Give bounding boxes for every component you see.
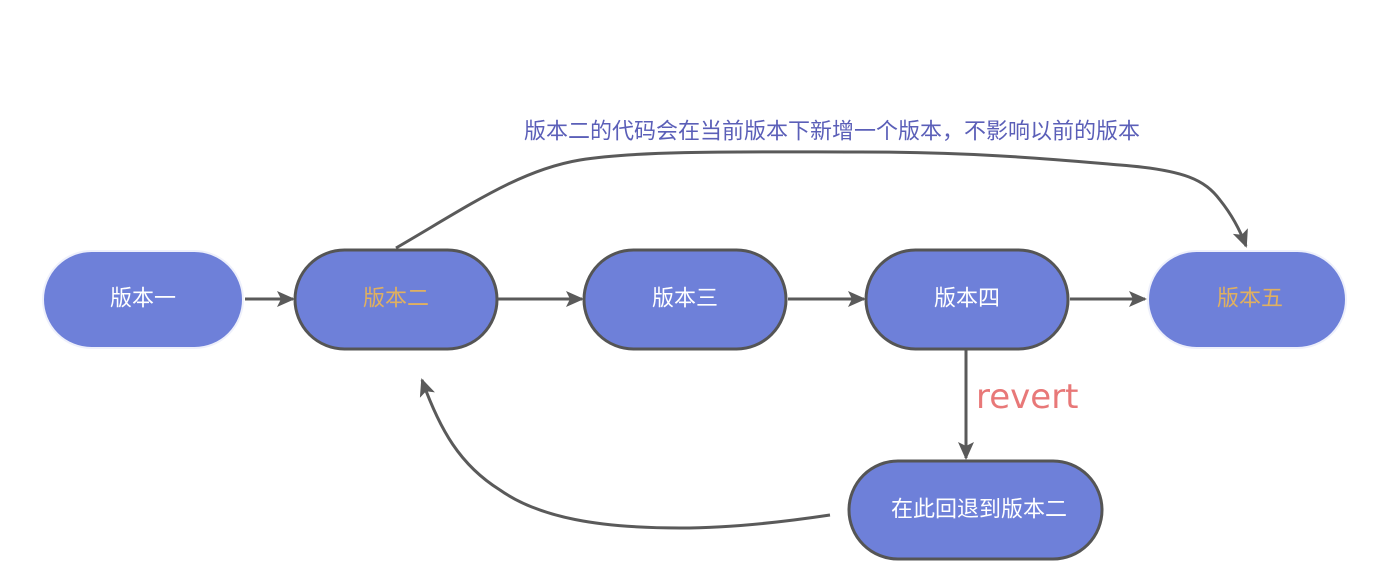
- node-version-5-label: 版本五: [1217, 287, 1283, 312]
- node-version-2[interactable]: 版本二: [293, 248, 499, 351]
- edge-v2-to-v5-curve: [395, 150, 1248, 250]
- node-version-4[interactable]: 版本四: [864, 248, 1070, 351]
- node-version-3[interactable]: 版本三: [582, 248, 788, 351]
- node-revert-to-version-2[interactable]: 在此回退到版本二: [847, 459, 1104, 561]
- node-version-4-label: 版本四: [934, 287, 1000, 312]
- node-version-1[interactable]: 版本一: [42, 250, 244, 349]
- revert-label: revert: [976, 377, 1079, 417]
- node-revert-label: 在此回退到版本二: [891, 498, 1067, 523]
- branch-annotation: 版本二的代码会在当前版本下新增一个版本，不影响以前的版本: [524, 120, 1140, 145]
- node-version-5[interactable]: 版本五: [1147, 250, 1347, 349]
- node-version-3-label: 版本三: [652, 287, 718, 312]
- node-version-2-label: 版本二: [363, 287, 429, 312]
- node-version-1-label: 版本一: [110, 287, 176, 312]
- edge-revert-to-v2-curve: [419, 378, 831, 530]
